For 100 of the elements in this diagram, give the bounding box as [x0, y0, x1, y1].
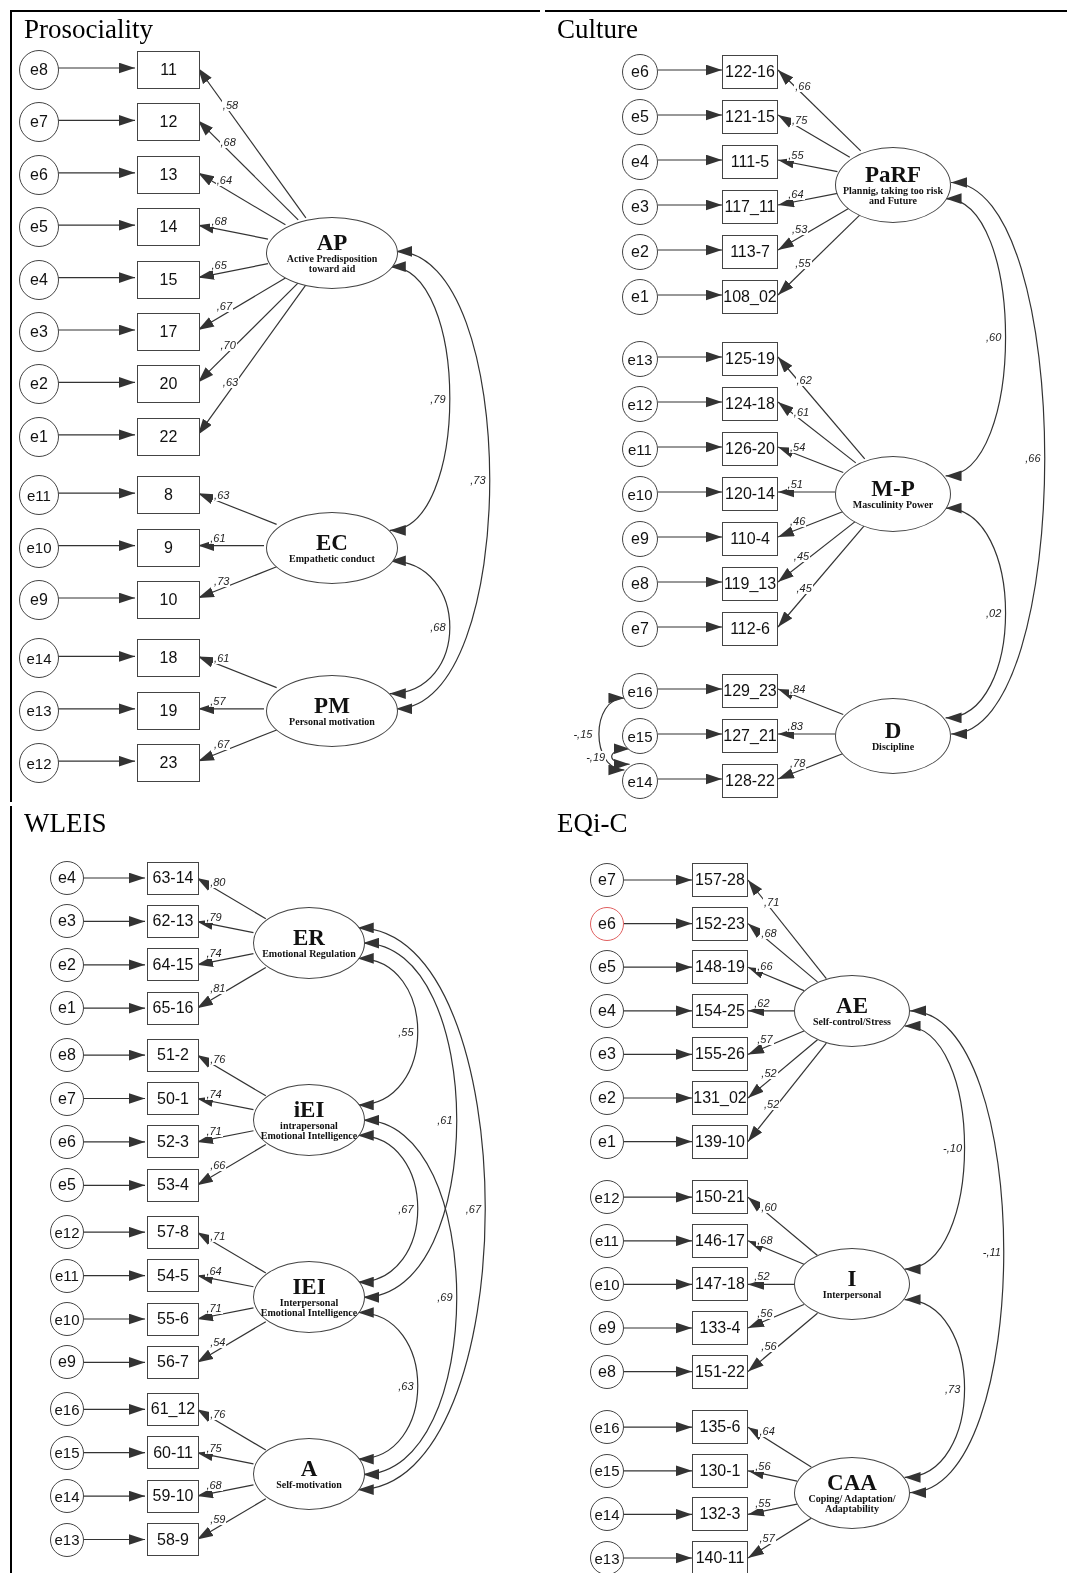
- coefficient-label: ,60: [760, 1200, 778, 1213]
- arrow: [623, 1366, 693, 1377]
- coefficient-label: ,71: [763, 895, 781, 908]
- item-box: 128-22: [722, 764, 778, 798]
- arrow: [623, 1005, 693, 1017]
- arrow: [657, 683, 723, 695]
- error-circle: e10: [622, 476, 658, 512]
- item-box: 148-19: [692, 950, 748, 985]
- factor-name: Empathetic conduct: [288, 553, 376, 564]
- coefficient-label: ,71: [205, 1301, 223, 1314]
- item-box: 13: [137, 155, 200, 194]
- error-circle: e5: [622, 99, 658, 135]
- coefficient-label: ,84: [789, 682, 807, 695]
- arrow: [777, 213, 862, 296]
- error-circle: e16: [50, 1392, 84, 1427]
- item-box: 127_21: [722, 719, 778, 753]
- arrow: [623, 1465, 693, 1477]
- arrow: [747, 1468, 798, 1482]
- item-box: 19: [137, 691, 200, 730]
- arrow: [623, 1136, 693, 1147]
- error-circle: e3: [50, 904, 84, 939]
- arrow: [623, 1092, 693, 1104]
- error-circle: e2: [622, 234, 658, 270]
- error-circle: e13: [590, 1541, 624, 1573]
- arrow: [777, 401, 857, 464]
- coefficient-label: ,45: [792, 549, 811, 562]
- item-box: 52-3: [147, 1125, 199, 1159]
- coefficient-label: ,51: [786, 478, 804, 490]
- coefficient-label: ,64: [758, 1425, 776, 1438]
- arrow: [777, 728, 836, 740]
- factor-abbreviation: ER: [293, 927, 325, 950]
- arrow: [777, 752, 844, 780]
- item-box: 133-4: [692, 1311, 748, 1345]
- arrow: [777, 356, 866, 460]
- factor-abbreviation: IEI: [292, 1276, 326, 1299]
- factor-abbreviation: A: [300, 1458, 318, 1481]
- arrow: [657, 728, 723, 740]
- arrow: [747, 879, 827, 980]
- error-circle: e3: [622, 189, 658, 225]
- arrow: [777, 524, 866, 628]
- arrow: [777, 207, 851, 251]
- coefficient-label: ,79: [205, 910, 223, 923]
- error-circle: e4: [50, 861, 84, 895]
- item-box: 22: [137, 417, 200, 456]
- error-circle: e16: [590, 1410, 624, 1445]
- error-circle: e1: [622, 279, 658, 315]
- error-circle: e9: [622, 521, 658, 557]
- error-circle: e14: [622, 763, 658, 799]
- item-box: 18: [137, 639, 200, 678]
- arrow: [623, 961, 693, 973]
- arrow: [657, 576, 723, 588]
- error-circle: e1: [19, 416, 59, 457]
- arrow: [747, 1196, 819, 1257]
- item-box: 12: [137, 103, 200, 142]
- item-box: 125-19: [722, 342, 778, 376]
- arrow: [623, 1235, 693, 1247]
- coefficient-label: ,68: [756, 1233, 774, 1246]
- latent-factor-ellipse: [794, 1248, 910, 1321]
- item-box: 50-1: [147, 1082, 199, 1115]
- factor-name: Discipline: [870, 742, 916, 752]
- arrow: [777, 69, 862, 152]
- error-circle: e12: [622, 386, 658, 422]
- coefficient-label: ,57: [758, 1532, 776, 1545]
- panel-title: Culture: [557, 14, 638, 45]
- error-circle: e6: [50, 1124, 84, 1159]
- coefficient-label: ,75: [791, 113, 809, 126]
- item-box: 108_02: [722, 280, 778, 314]
- arrow: [747, 1303, 805, 1329]
- item-box: 23: [137, 744, 200, 783]
- error-circle: e12: [19, 743, 59, 784]
- item-box: 56-7: [147, 1345, 199, 1379]
- error-circle: e12: [50, 1215, 84, 1250]
- arrow: [657, 64, 723, 76]
- coefficient-label: ,59: [209, 1513, 227, 1526]
- factor-name: Plannig, taking too risk and Future: [842, 185, 944, 206]
- item-box: 154-25: [692, 993, 748, 1028]
- error-circle: e16: [622, 673, 658, 709]
- item-box: 121-15: [722, 100, 778, 134]
- arrow: [777, 520, 857, 583]
- error-circle: e5: [50, 1168, 84, 1203]
- item-box: 110-4: [722, 522, 778, 556]
- coefficient-label: ,67: [215, 300, 233, 313]
- factor-abbreviation: iEI: [293, 1099, 325, 1122]
- coefficient-label: ,64: [215, 174, 233, 187]
- item-box: 120-14: [722, 477, 778, 511]
- arrow: [777, 157, 839, 173]
- coefficient-label: ,56: [756, 1306, 774, 1319]
- coefficient-label: ,55: [794, 256, 812, 269]
- latent-factor-ellipse: [835, 456, 951, 532]
- coefficient-label: ,57: [756, 1033, 774, 1046]
- error-circle: e14: [19, 638, 59, 679]
- error-circle: e11: [590, 1223, 624, 1258]
- factor-name: Interpersonal Emotional Intelligence: [259, 1298, 359, 1319]
- arrow: [747, 923, 819, 983]
- coefficient-label: ,56: [760, 1340, 778, 1353]
- error-circle: e8: [19, 50, 59, 90]
- arrow: [747, 1517, 812, 1559]
- error-circle: e6: [590, 906, 624, 941]
- item-box: 135-6: [692, 1410, 748, 1445]
- arrow: [777, 486, 836, 498]
